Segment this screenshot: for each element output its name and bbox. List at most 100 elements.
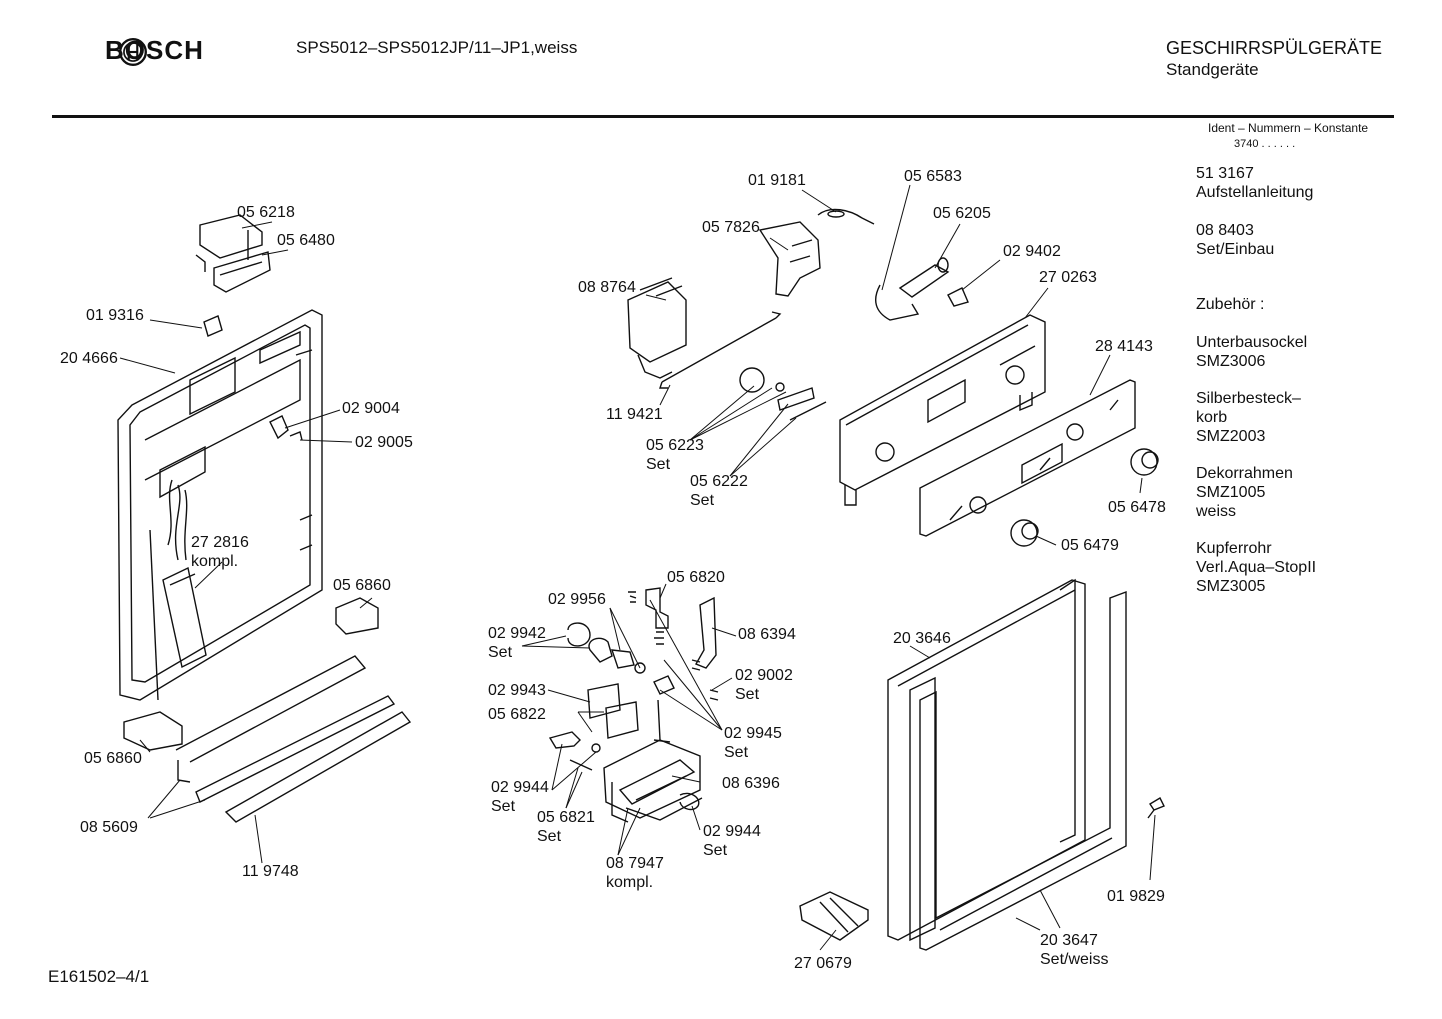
category-title: GESCHIRRSPÜLGERÄTE <box>1166 38 1383 58</box>
part-number: 02 9002 <box>735 667 793 684</box>
part-callout: 01 9316 <box>86 306 144 325</box>
part-callout: 02 9402 <box>1003 242 1061 261</box>
part-callout: 05 6479 <box>1061 536 1119 555</box>
part-number: 08 6394 <box>738 626 796 643</box>
inner-door-panel-drawing <box>118 310 322 700</box>
part-note: Set/weiss <box>1040 951 1109 968</box>
part-number: 02 9942 <box>488 625 546 642</box>
ident-number: 3740 . . . . . . <box>1234 138 1296 150</box>
part-number: 20 4666 <box>60 350 118 367</box>
side-info-line: SMZ1005 <box>1196 484 1266 501</box>
part-note: Set <box>491 798 516 815</box>
side-info-line: korb <box>1196 409 1228 426</box>
part-callout: 28 4143 <box>1095 337 1153 356</box>
part-number: 11 9421 <box>606 406 663 423</box>
part-number: 05 6860 <box>84 750 142 767</box>
part-number: 20 3646 <box>893 630 951 647</box>
ident-label: Ident – Nummern – Konstante <box>1208 121 1369 135</box>
door-lock-assembly-drawing <box>550 588 718 822</box>
model-title: SPS5012–SPS5012JP/11–JP1,weiss <box>296 38 578 57</box>
part-callout: 27 0263 <box>1039 268 1097 287</box>
part-note: Set <box>537 828 562 845</box>
part-callout: 27 0679 <box>794 954 852 973</box>
side-info-line: Aufstellanleitung <box>1196 184 1314 201</box>
part-number: 01 9829 <box>1107 888 1165 905</box>
part-callout: 02 9005 <box>355 433 413 452</box>
part-number: 02 9956 <box>548 591 606 608</box>
part-callout: 05 6218 <box>237 203 295 222</box>
part-number: 01 9181 <box>748 172 806 189</box>
small-clip-drawing <box>204 316 222 336</box>
side-info-line: Dekorrahmen <box>1196 465 1293 482</box>
part-callout: 08 6394 <box>738 625 796 644</box>
part-callout: 11 9421 <box>606 405 663 424</box>
part-number: 05 6820 <box>667 569 725 586</box>
part-callout: 20 3646 <box>893 629 951 648</box>
side-info-line: SMZ3006 <box>1196 353 1266 370</box>
hinge-block-drawing <box>270 416 302 440</box>
knob-dial-drawing <box>740 368 826 420</box>
part-number: 08 7947 <box>606 855 664 872</box>
switch-bracket-drawing <box>760 222 820 296</box>
cable-sensor-drawing <box>818 209 874 224</box>
part-number: 28 4143 <box>1095 338 1153 355</box>
front-glass-panel-drawing <box>920 380 1135 536</box>
part-number: 02 9943 <box>488 682 546 699</box>
part-note: Set <box>488 644 513 661</box>
header-rule <box>52 115 1394 118</box>
side-info-line: weiss <box>1196 503 1237 520</box>
knob-drawing-1 <box>1131 449 1158 475</box>
part-callout: 05 6860 <box>333 576 391 595</box>
part-callout: 05 6820 <box>667 568 725 587</box>
part-callout: 05 6822 <box>488 705 546 724</box>
part-number: 02 9004 <box>342 400 400 417</box>
side-info-line: 08 8403 <box>1196 222 1254 239</box>
part-callout: 02 9004 <box>342 399 400 418</box>
part-callout: 11 9748 <box>242 862 299 881</box>
part-number: 02 9945 <box>724 725 782 742</box>
part-callout: 02 9956 <box>548 590 606 609</box>
side-info-line: SMZ3005 <box>1196 578 1266 595</box>
part-callout: 01 9181 <box>748 171 806 190</box>
part-number: 02 9944 <box>703 823 761 840</box>
side-info-item: Zubehör : <box>1196 295 1264 314</box>
part-number: 02 9944 <box>491 779 549 796</box>
side-info-line: Verl.Aqua–StopII <box>1196 559 1317 576</box>
part-number: 08 8764 <box>578 279 636 296</box>
side-info-line: 51 3167 <box>1196 165 1254 182</box>
side-info-line: SMZ2003 <box>1196 428 1266 445</box>
side-info-line: Silberbesteck– <box>1196 390 1301 407</box>
part-number: 05 6480 <box>277 232 335 249</box>
part-number: 08 5609 <box>80 819 138 836</box>
part-note: Set <box>724 744 749 761</box>
part-number: 05 6583 <box>904 168 962 185</box>
knob-drawing-2 <box>1011 520 1038 546</box>
part-number: 02 9005 <box>355 434 413 451</box>
foot-bracket-drawing <box>800 892 868 940</box>
part-callout: 08 6396 <box>722 774 780 793</box>
control-panel-drawing <box>840 315 1045 505</box>
part-number: 27 0263 <box>1039 269 1097 286</box>
part-number: 27 2816 <box>191 534 249 551</box>
part-callout: 05 6478 <box>1108 498 1166 517</box>
screw-drawing <box>1148 798 1164 818</box>
part-callout: 20 4666 <box>60 349 118 368</box>
part-number: 05 6205 <box>933 205 991 222</box>
part-callout: 05 7826 <box>702 218 760 237</box>
control-rod-drawing <box>660 312 780 388</box>
